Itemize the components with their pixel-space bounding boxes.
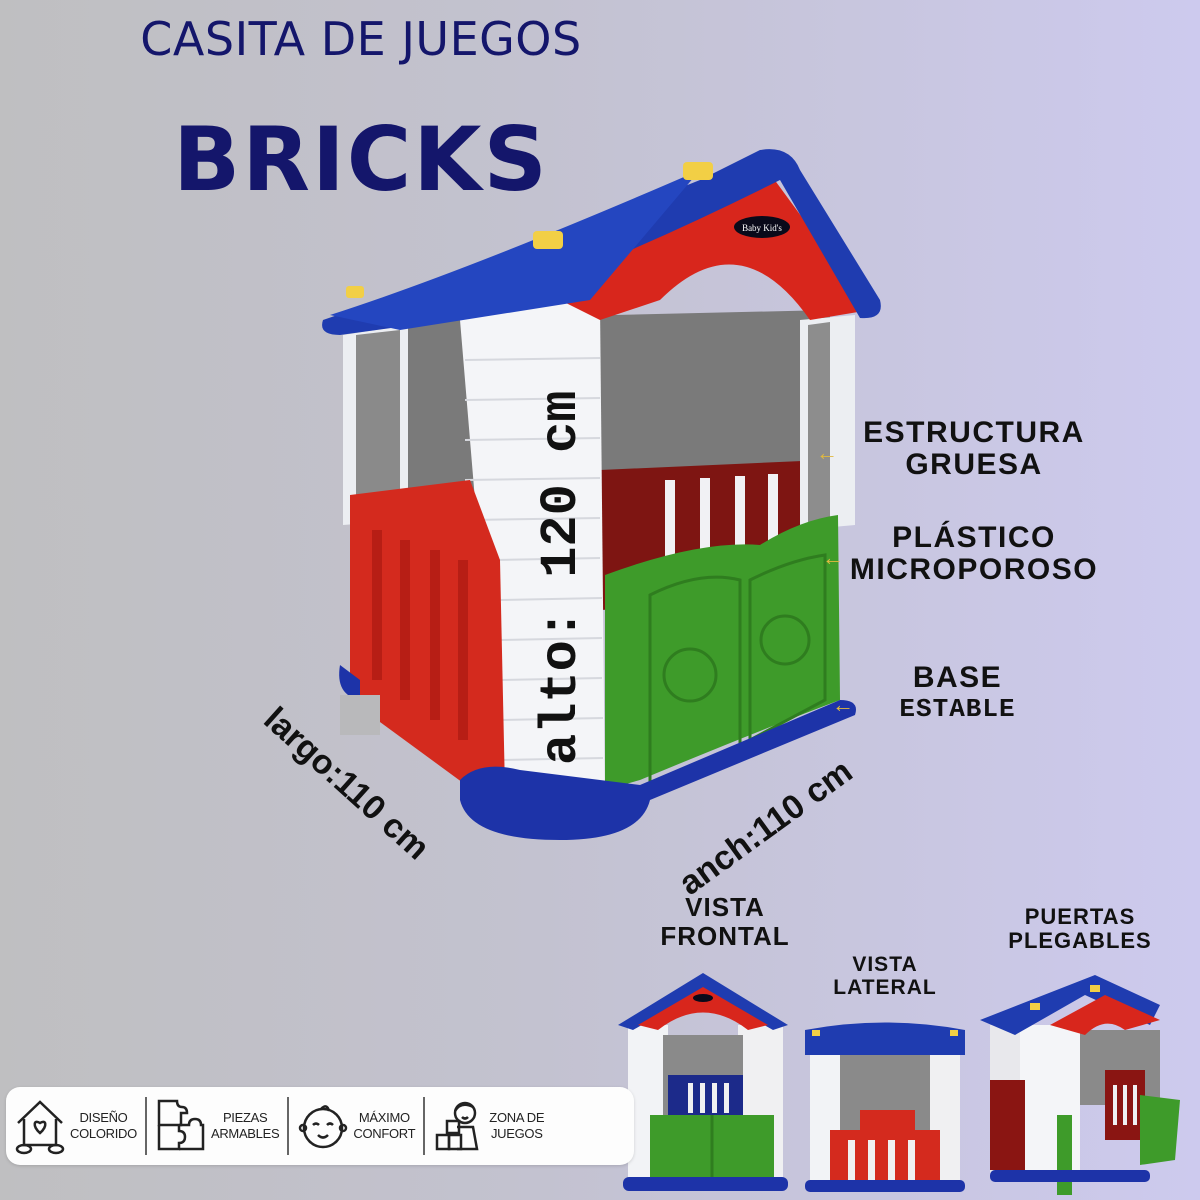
view-label-line-2: FRONTAL: [660, 920, 790, 951]
feature-estructura: ESTRUCTURA GRUESA: [834, 417, 1114, 480]
feature-line-2: ESTABLE: [899, 693, 1016, 724]
arrow-left-icon: ←: [832, 692, 854, 717]
benefit-item: PIEZAS ARMABLES: [147, 1094, 287, 1158]
benefit-label-line-1: ZONA DE: [489, 1110, 545, 1126]
puzzle-icon: [157, 1099, 205, 1151]
view-label-line-2: LATERAL: [833, 976, 937, 1000]
house-heart-icon: [15, 1100, 65, 1155]
playhouse-side-view-image: [805, 1022, 965, 1192]
feature-line-1: PLÁSTICO: [892, 521, 1056, 554]
benefit-label: MÁXIMO CONFORT: [353, 1110, 415, 1141]
benefit-label: ZONA DE JUEGOS: [489, 1110, 544, 1141]
brand-badge: Baby Kid's: [742, 223, 782, 233]
divider: [423, 1097, 426, 1155]
view-label-line-2: PLEGABLES: [1008, 928, 1152, 954]
benefit-label-line-1: MÁXIMO: [358, 1110, 410, 1126]
benefit-label: DISEÑO COLORIDO: [70, 1110, 137, 1141]
arrow-left-icon: ←: [822, 545, 844, 570]
playhouse-folding-doors-image: [980, 975, 1180, 1195]
playhouse-main-image: Baby Kid's: [322, 149, 881, 840]
feature-line-1: ESTRUCTURA: [863, 416, 1085, 449]
divider: [287, 1097, 290, 1155]
benefit-item: MÁXIMO CONFORT: [289, 1094, 423, 1158]
feature-line-2: MICROPOROSO: [849, 552, 1099, 586]
benefit-label-line-1: PIEZAS: [222, 1110, 268, 1126]
benefit-label-line-2: COLORIDO: [70, 1126, 137, 1141]
feature-plastico: PLÁSTICO MICROPOROSO: [834, 522, 1114, 585]
playhouse-front-view-image: [618, 973, 788, 1191]
benefit-label-line-2: JUEGOS: [490, 1126, 543, 1141]
height-dimension-label: alto: 120 cm: [532, 390, 591, 765]
view-label-lateral: VISTA LATERAL: [800, 953, 970, 999]
divider: [144, 1097, 147, 1155]
view-label-puertas: PUERTAS PLEGABLES: [990, 904, 1170, 954]
benefit-item: ZONA DE JUEGOS: [425, 1094, 552, 1158]
title-line-2: BRICKS: [173, 108, 549, 211]
view-label-line-1: VISTA: [852, 953, 918, 976]
child-blocks-icon: [436, 1101, 479, 1151]
title-line-1: CASITA DE JUEGOS: [140, 12, 582, 66]
arrow-left-icon: ←: [816, 440, 838, 465]
feature-base: BASE ESTABLE: [870, 662, 1045, 724]
benefit-label-line-2: ARMABLES: [210, 1126, 280, 1141]
view-label-frontal: VISTA FRONTAL: [640, 893, 810, 950]
benefits-bar: DISEÑO COLORIDO PIEZAS ARMABLES MÁXIMO C…: [6, 1087, 634, 1165]
feature-line-1: BASE: [912, 661, 1003, 694]
benefit-item: DISEÑO COLORIDO: [6, 1094, 145, 1158]
view-label-line-1: VISTA: [685, 892, 765, 922]
benefit-label-line-1: DISEÑO: [79, 1110, 128, 1126]
feature-line-2: GRUESA: [905, 447, 1043, 481]
benefit-label-line-2: CONFORT: [353, 1126, 416, 1141]
benefit-label: PIEZAS ARMABLES: [210, 1110, 280, 1141]
baby-face-icon: [299, 1105, 348, 1149]
view-label-line-1: PUERTAS: [1024, 904, 1136, 929]
